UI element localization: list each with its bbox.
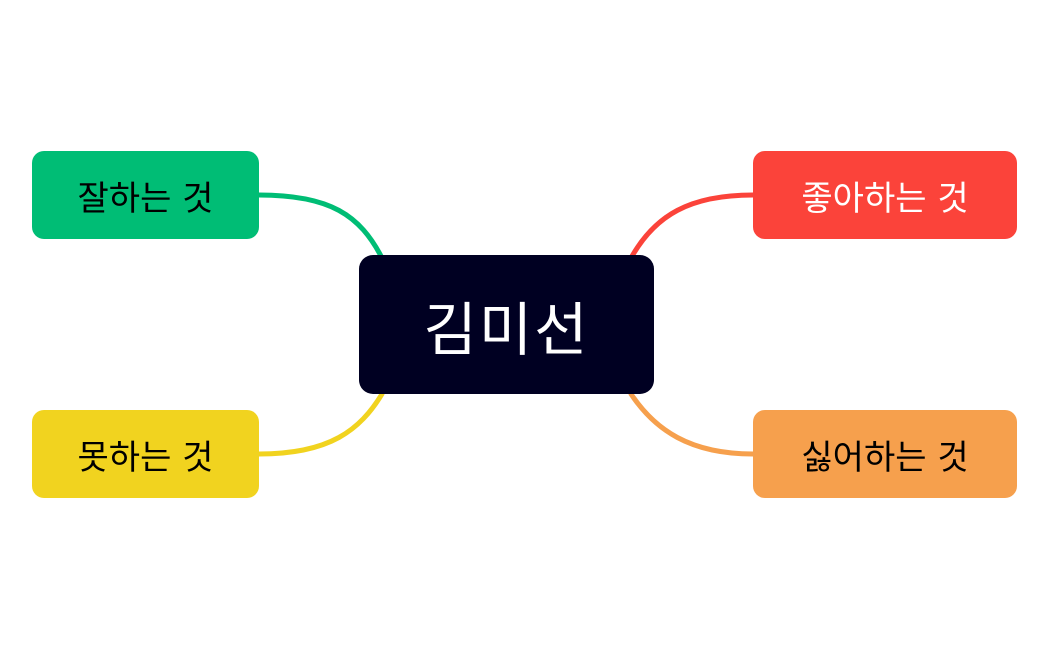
connector-top-right [628,192,756,261]
branch-label-good-at: 잘하는 것 [77,178,214,219]
branch-node-likes[interactable]: 좋아하는 것 [753,151,1017,239]
connector-bottom-left [256,391,385,457]
central-topic-label: 김미선 [423,295,590,364]
branch-label-likes: 좋아하는 것 [801,178,969,219]
branch-node-dislikes[interactable]: 싫어하는 것 [753,410,1017,498]
branch-node-bad-at[interactable]: 못하는 것 [32,410,259,498]
connector-bottom-right [628,391,756,457]
branch-label-dislikes: 싫어하는 것 [801,437,969,478]
branch-label-bad-at: 못하는 것 [77,437,214,478]
central-topic-node[interactable]: 김미선 [359,255,654,394]
branch-node-good-at[interactable]: 잘하는 것 [32,151,259,239]
connector-top-left [256,192,385,261]
